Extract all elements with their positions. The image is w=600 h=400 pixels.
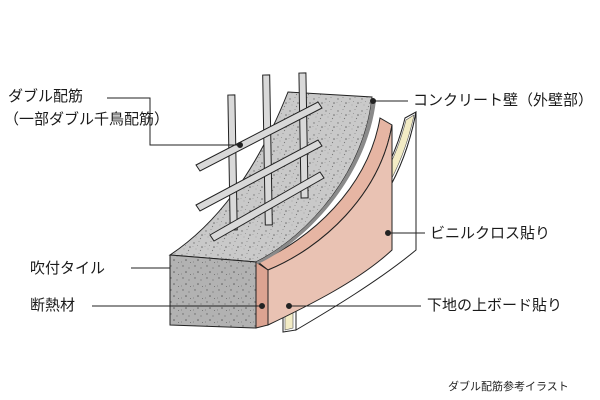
- label-insulation: 断熱材: [30, 296, 76, 314]
- label-double-rebar: ダブル配筋: [8, 87, 84, 105]
- rebar-horizontal-1: [195, 101, 323, 172]
- leader-double-rebar: [107, 97, 240, 146]
- rebar-horizontal-2: [195, 139, 323, 212]
- rebar-vertical-2: [262, 74, 273, 226]
- concrete-front-face: [169, 254, 257, 329]
- label-spray-tile: 吹付タイル: [30, 259, 106, 277]
- label-vinyl-cloth: ビニルクロス貼り: [430, 224, 551, 242]
- label-concrete-wall: コンクリート壁（外壁部）: [413, 91, 594, 109]
- rebar-vertical-3: [298, 72, 309, 199]
- insulation-front-face: [255, 261, 269, 329]
- caption: ダブル配筋参考イラスト: [448, 380, 569, 393]
- label-double-rebar-note: （一部ダブル千鳥配筋）: [4, 110, 170, 128]
- leader-lines: [92, 97, 425, 309]
- rebar-grid: [195, 72, 325, 242]
- insulation-side-face: [267, 124, 393, 326]
- label-base-board: 下地の上ボード貼り: [427, 296, 563, 314]
- rebar-horizontal-3: [209, 171, 325, 242]
